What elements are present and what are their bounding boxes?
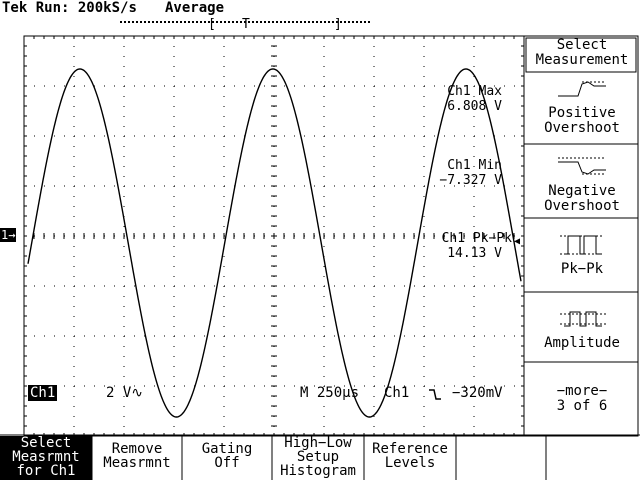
bottom-button-label: Remove xyxy=(111,441,163,457)
side-menu-frame xyxy=(523,35,639,437)
side-button-label: Overshoot xyxy=(544,198,620,214)
bottom-button-reference-levels[interactable]: Reference Levels xyxy=(364,436,456,480)
ch1-waveform xyxy=(27,68,522,418)
measurement-ch1-pkpk: Ch1 Pk−Pk 14.13 V xyxy=(442,231,512,261)
ch1-ground-marker: 1→ xyxy=(0,228,17,242)
bottom-button-remove-measurement[interactable]: Remove Measrmnt xyxy=(92,436,182,480)
bottom-button-blank-1[interactable] xyxy=(456,436,546,480)
side-button-label: Negative xyxy=(548,183,616,199)
trigger-source: Ch1 xyxy=(384,385,410,401)
trigger-position-marker: T xyxy=(242,17,250,32)
side-button-label: 3 of 6 xyxy=(556,398,608,414)
bottom-button-label: Levels xyxy=(384,455,436,471)
side-button-label: Pk−Pk xyxy=(560,261,604,277)
bottom-button-blank-2[interactable] xyxy=(546,436,640,480)
side-menu-title-border xyxy=(525,37,637,73)
side-button-amplitude[interactable]: Amplitude xyxy=(526,308,638,351)
side-button-positive-overshoot[interactable]: Positive Overshoot xyxy=(526,78,638,136)
falling-edge-icon xyxy=(429,389,441,400)
volts-per-div: 2 V∿ xyxy=(106,385,144,401)
bottom-button-label: Reference xyxy=(372,441,448,457)
bottom-button-high-low-setup[interactable]: High−Low Setup Histogram xyxy=(272,436,364,480)
trigger-level: −320mV xyxy=(452,385,503,401)
side-button-label: Overshoot xyxy=(544,120,620,136)
side-menu-title-line: Select xyxy=(556,37,608,53)
side-button-more[interactable]: −more− 3 of 6 xyxy=(526,384,638,414)
acquisition-mode: Average xyxy=(165,0,225,16)
bottom-menu-frame xyxy=(0,434,640,480)
graticule-grid xyxy=(23,35,525,437)
run-status: Tek Run: 200kS/s xyxy=(2,0,137,16)
side-button-negative-overshoot[interactable]: Negative Overshoot xyxy=(526,154,638,214)
negative-overshoot-icon xyxy=(558,157,606,175)
channel-tag: Ch1 xyxy=(28,385,58,401)
bottom-button-label: Histogram xyxy=(280,463,356,479)
side-button-label: Amplitude xyxy=(544,335,620,351)
measurement-ch1-max: Ch1 Max 6.808 V xyxy=(447,84,502,114)
bottom-button-label: Setup xyxy=(296,449,340,465)
side-button-pk-pk[interactable]: Pk−Pk xyxy=(526,232,638,277)
bottom-button-label: Gating xyxy=(201,441,253,457)
measurement-value: 6.808 V xyxy=(447,99,502,114)
bottom-button-label: Measrmnt xyxy=(103,455,171,471)
bottom-button-label: Measrmnt xyxy=(12,449,80,465)
side-menu-title: Select Measurement xyxy=(526,38,638,68)
side-button-label: Positive xyxy=(548,105,616,121)
side-menu-title-line: Measurement xyxy=(535,52,629,68)
side-button-label: −more− xyxy=(556,383,608,399)
record-bracket-left: [ xyxy=(208,17,216,32)
measurement-label: Ch1 Max xyxy=(447,84,502,99)
bottom-button-label: Select xyxy=(20,435,72,451)
record-bracket-right: ] xyxy=(334,17,342,32)
measurement-label: Ch1 Min xyxy=(447,158,502,173)
measurement-value: −7.327 V xyxy=(439,173,502,188)
amplitude-icon xyxy=(560,311,606,327)
measurement-label: Ch1 Pk−Pk xyxy=(441,231,512,246)
bottom-button-select-measurement[interactable]: Select Measrmnt for Ch1 xyxy=(0,436,92,480)
bottom-button-label: for Ch1 xyxy=(16,463,76,479)
pk-pk-icon xyxy=(560,235,604,255)
measurement-value: 14.13 V xyxy=(447,246,502,261)
timebase: M 250µs xyxy=(300,385,360,401)
positive-overshoot-icon xyxy=(558,81,606,97)
acquisition-status: Run: 200kS/s xyxy=(35,0,137,16)
bottom-button-label: High−Low xyxy=(284,435,352,451)
side-menu-border xyxy=(523,35,639,437)
brand-label: Tek xyxy=(2,0,28,16)
bottom-button-label: Off xyxy=(214,455,240,471)
bottom-button-gating[interactable]: Gating Off xyxy=(182,436,272,480)
pointer-arrow-icon: ◀ xyxy=(514,236,521,247)
measurement-ch1-min: Ch1 Min −7.327 V xyxy=(439,158,502,188)
